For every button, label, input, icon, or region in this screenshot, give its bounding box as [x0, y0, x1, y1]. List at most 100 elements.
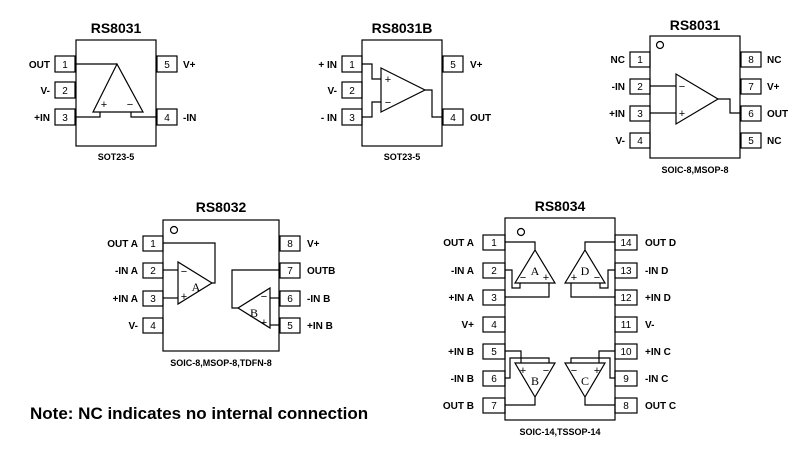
pin-label: +IN	[34, 113, 50, 124]
chip-rs8031-sot23	[54, 39, 178, 147]
pin-label: -IN	[183, 113, 196, 124]
pin-number: 8	[748, 55, 754, 66]
pin-box	[482, 316, 506, 333]
pin-box	[156, 55, 178, 73]
plus-sign: +	[520, 365, 526, 377]
pin-label: OUT	[29, 60, 50, 71]
pin-box	[142, 317, 164, 334]
pin-number: 2	[491, 266, 497, 277]
pin-label: + IN	[318, 60, 337, 71]
pin-label: V+	[183, 60, 196, 71]
pin-box	[54, 108, 76, 126]
wire	[362, 101, 381, 118]
pin-label: V-	[645, 320, 654, 331]
pin-label: OUT C	[645, 401, 676, 412]
pin-label: V-	[328, 86, 337, 97]
pin-box	[54, 81, 76, 99]
chip-rs8032	[142, 219, 301, 352]
pin-number: 3	[349, 113, 355, 124]
wire	[130, 112, 156, 118]
pin1-marker	[655, 40, 665, 50]
amp-label: A	[192, 280, 201, 294]
pin-number: 7	[491, 401, 497, 412]
chip-body	[162, 219, 280, 352]
wire	[362, 63, 381, 80]
pin-label: V-	[616, 136, 625, 147]
pin-label: +IN C	[645, 347, 671, 358]
pin-box	[740, 78, 762, 95]
pin-number: 8	[287, 239, 293, 250]
package-label: SOT23-5	[384, 152, 421, 162]
pin-number: 3	[62, 113, 68, 124]
plus-sign: +	[594, 365, 600, 377]
pin-number: 4	[450, 113, 456, 124]
pin-box	[740, 51, 762, 68]
pin-label: - IN	[321, 113, 337, 124]
wire	[505, 283, 550, 298]
pin-box	[614, 316, 638, 333]
pin-number: 6	[491, 374, 497, 385]
pin-number: 5	[450, 60, 456, 71]
pin-number: 3	[637, 109, 643, 120]
pin-number: 1	[150, 239, 156, 250]
pin-label: NC	[767, 55, 781, 66]
pin-label: +IN B	[307, 321, 333, 332]
pin-label: +IN B	[448, 347, 474, 358]
pin-number: 1	[62, 60, 68, 71]
wire	[76, 112, 101, 118]
pin-label: OUT	[767, 109, 788, 120]
pin-box	[740, 132, 762, 149]
package-label: SOT23-5	[98, 152, 135, 162]
chip-body	[75, 39, 157, 147]
opamp-triangle	[675, 72, 720, 126]
pin-label: -IN C	[645, 374, 668, 385]
pin-number: 8	[623, 401, 629, 412]
pin-number: 6	[748, 109, 754, 120]
pin-label: OUT A	[107, 239, 138, 250]
package-label: SOIC-8,MSOP-8,TDFN-8	[170, 358, 272, 368]
package-label: SOIC-8,MSOP-8	[661, 165, 728, 175]
opamp-triangle	[513, 248, 557, 284]
pin-box	[279, 235, 301, 252]
minus-sign: −	[679, 81, 685, 93]
amp-label: B	[531, 374, 539, 388]
wire	[584, 397, 615, 406]
wire	[570, 283, 615, 298]
wire	[598, 350, 615, 363]
pin-number: 5	[287, 321, 293, 332]
pin-label: OUT D	[645, 238, 676, 249]
pin-number: 4	[150, 321, 156, 332]
minus-sign: −	[261, 291, 267, 303]
pin-label: +IN A	[113, 294, 138, 305]
amp-label: D	[581, 264, 590, 278]
plus-sign: +	[679, 108, 685, 120]
pin1-marker	[169, 225, 179, 235]
pin-box	[54, 55, 76, 73]
pin-label: NC	[767, 136, 781, 147]
amp-label: B	[250, 306, 258, 320]
chip-title: RS8031	[91, 20, 142, 36]
pin-label: V+	[470, 60, 483, 71]
pin-label: NC	[611, 55, 625, 66]
minus-sign: −	[385, 97, 391, 109]
pin-box	[740, 105, 762, 122]
pin-number: 3	[150, 294, 156, 305]
minus-sign: −	[127, 99, 133, 111]
chip-body	[649, 35, 741, 159]
opamp-triangle	[177, 260, 214, 306]
pin-number: 4	[637, 136, 643, 147]
pin-label: +IN D	[645, 293, 671, 304]
pin-number: 6	[287, 294, 293, 305]
pin-number: 11	[621, 320, 632, 331]
wire	[163, 242, 216, 284]
pin-box	[442, 55, 464, 73]
wire	[425, 89, 442, 118]
pin-number: 12	[620, 293, 632, 304]
pin-label: -IN B	[307, 294, 330, 305]
pin-label: +IN A	[449, 293, 474, 304]
plus-sign: +	[101, 99, 107, 111]
package-label: SOIC-14,TSSOP-14	[519, 427, 600, 437]
wire	[718, 98, 740, 114]
pin-box	[629, 132, 651, 149]
pin-label: V+	[767, 82, 780, 93]
